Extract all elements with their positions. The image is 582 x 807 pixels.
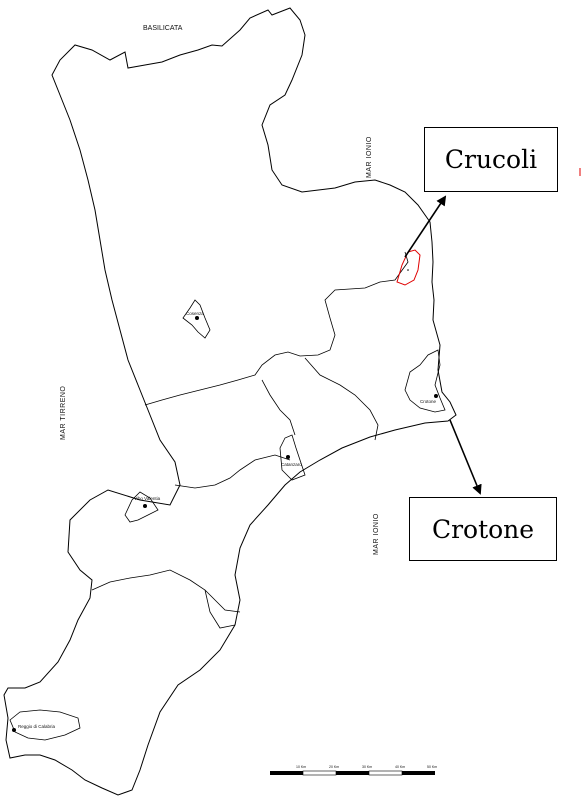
scale-tick-50: 50 Km [427, 765, 437, 769]
province-boundaries [91, 251, 409, 629]
catanzaro-shape [279, 434, 306, 481]
city-label-crotone: Crotone [420, 399, 437, 404]
arrow-crotone [449, 419, 482, 495]
crotone-marker [434, 394, 438, 398]
city-label-catanzaro: Catanzaro [281, 462, 302, 467]
city-label-vibo-valentia: Vibo Valentia [134, 496, 161, 501]
vibo-valentia-shape [124, 491, 159, 523]
crotone-shape [404, 349, 446, 413]
reggio-marker [12, 728, 16, 732]
region-outline [3, 7, 457, 796]
crotone-callout: Crotone [409, 497, 557, 561]
crucoli-highlight [396, 249, 421, 286]
cosenza-marker [195, 316, 199, 320]
city-label-cosenza: Cosenza [186, 311, 204, 316]
city-label-reggio: Reggio di Calabria [18, 724, 56, 729]
scale-tick-30: 30 Km [362, 765, 372, 769]
scale-tick-20: 20 Km [329, 765, 339, 769]
vibo-valentia-marker [143, 504, 147, 508]
label-mar-tirreno: MAR TIRRENO [60, 386, 67, 440]
arrow-crucoli [404, 195, 447, 258]
label-mar-ionio-south: MAR IONIO [373, 513, 380, 555]
crucoli-callout-label: Crucoli [444, 145, 538, 174]
crotone-callout-label: Crotone [431, 514, 535, 544]
reggio-shape [9, 709, 81, 741]
scale-bar: 10 Km 20 Km 30 Km 40 Km 50 Km [270, 765, 437, 776]
scale-tick-40: 40 Km [395, 765, 405, 769]
cosenza-shape [182, 299, 211, 339]
label-mar-ionio-north: MAR IONIO [366, 136, 373, 178]
crucoli-callout: Crucoli [424, 127, 558, 192]
catanzaro-marker [286, 455, 290, 459]
label-basilicata: BASILICATA [143, 25, 183, 32]
scale-tick-10: 10 Km [296, 765, 306, 769]
